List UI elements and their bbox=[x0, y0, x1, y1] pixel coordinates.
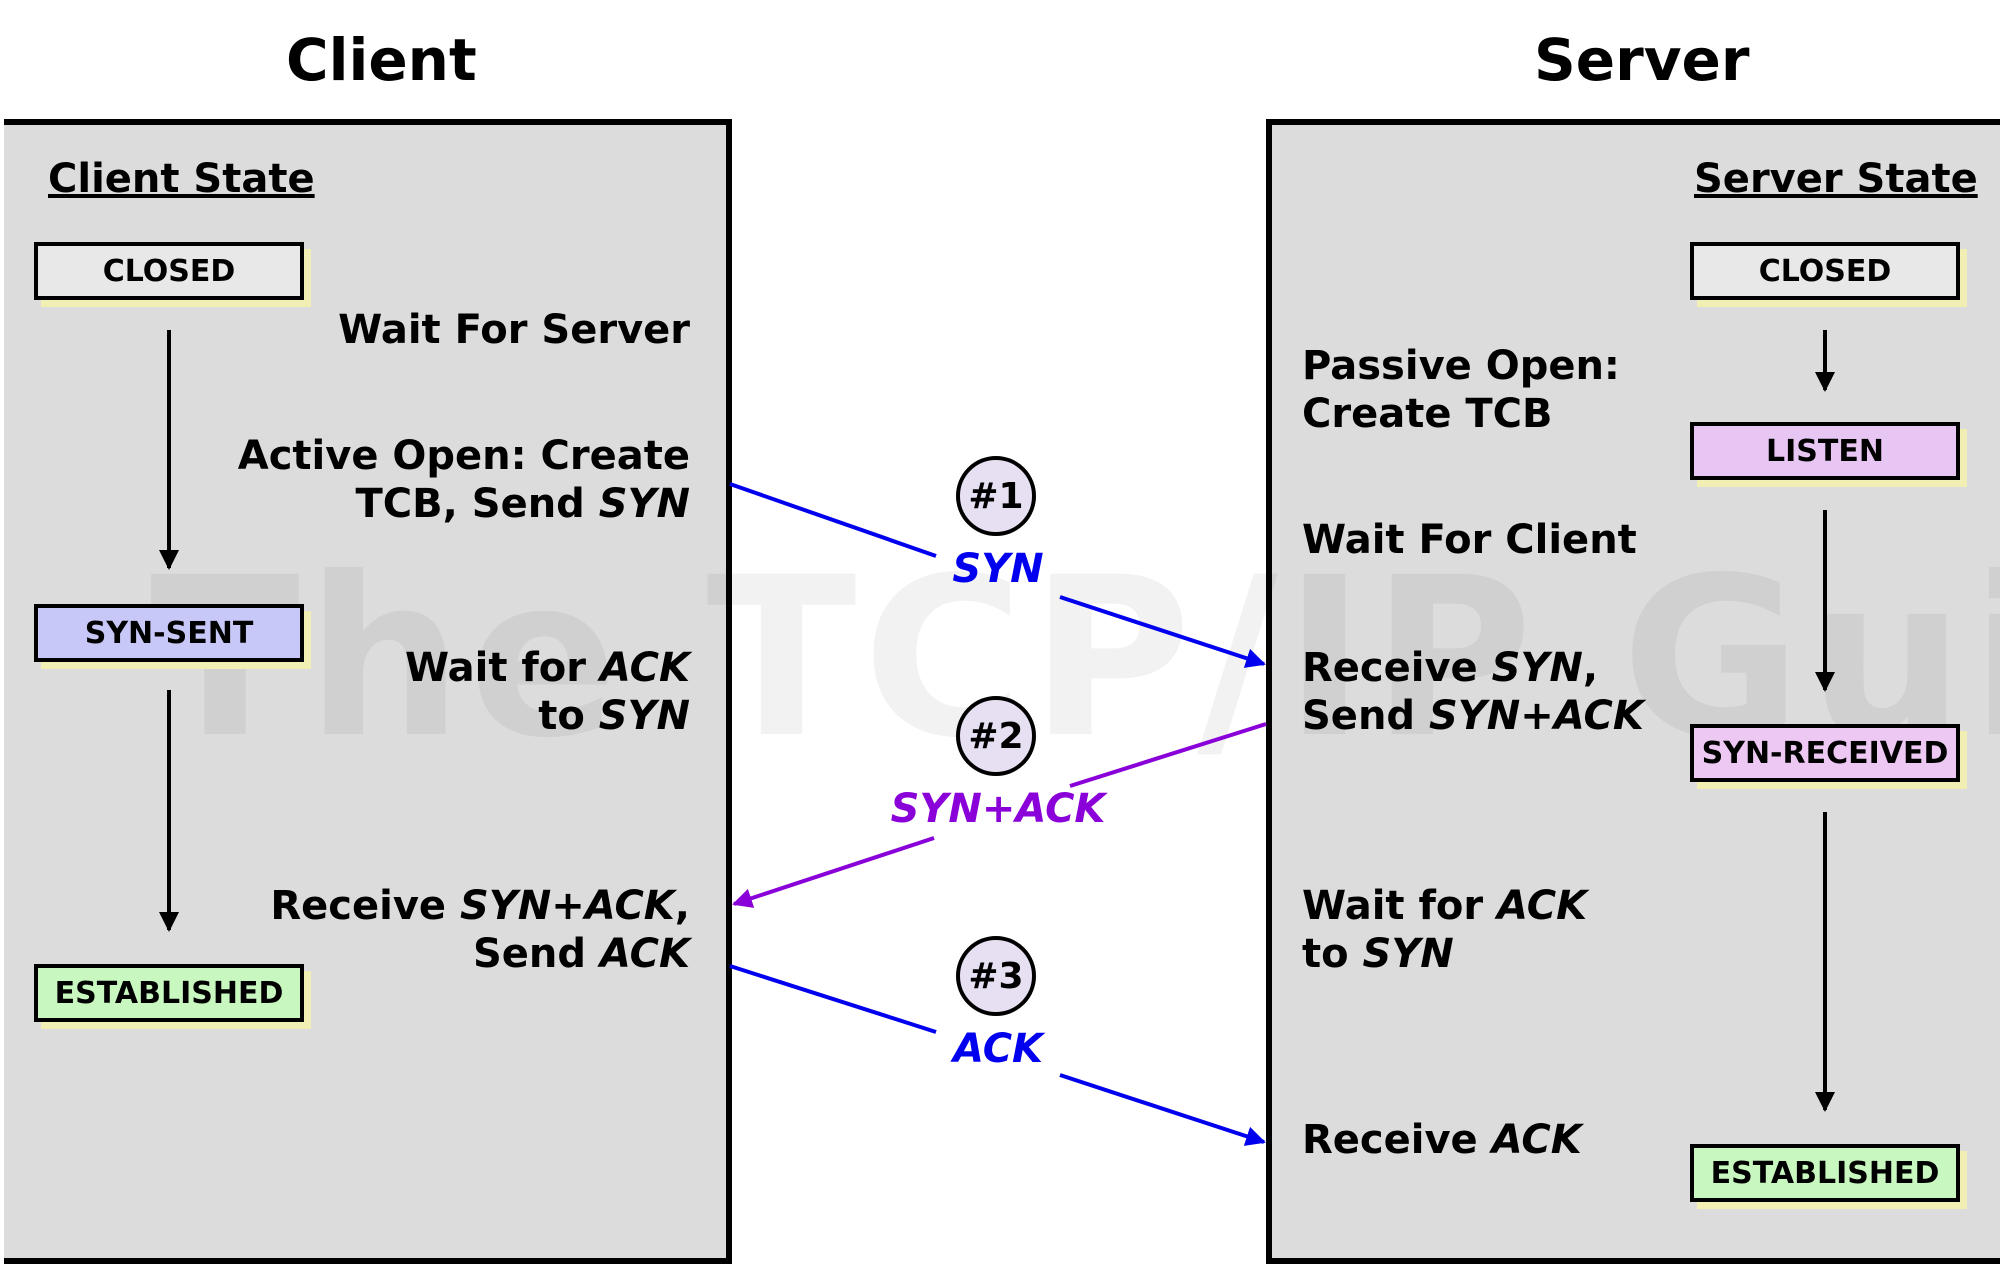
synack-arrow-segment-2 bbox=[732, 836, 935, 908]
client-label-receive-synack: Receive SYN+ACK, Send ACK bbox=[270, 883, 690, 977]
step-badge-3: #3 bbox=[956, 936, 1036, 1016]
client-state-closed: CLOSED bbox=[34, 242, 304, 300]
message-syn-label: SYN bbox=[952, 546, 1044, 592]
client-state-title: Client State bbox=[48, 156, 315, 202]
synack-arrow-segment-1 bbox=[1069, 722, 1267, 788]
ack-arrow-segment-2 bbox=[1059, 1073, 1266, 1146]
server-label-wait-client: Wait For Client bbox=[1302, 517, 1637, 563]
server-label-receive-ack: Receive ACK bbox=[1302, 1117, 1582, 1163]
server-state-syn-received: SYN-RECEIVED bbox=[1690, 724, 1960, 782]
server-state-listen: LISTEN bbox=[1690, 422, 1960, 480]
client-label-active-open: Active Open: Create TCB, Send SYN bbox=[237, 433, 690, 527]
server-heading: Server bbox=[1534, 26, 1750, 94]
message-synack-label: SYN+ACK bbox=[890, 786, 1106, 832]
server-state-closed: CLOSED bbox=[1690, 242, 1960, 300]
step-badge-1: #1 bbox=[956, 456, 1036, 536]
client-heading: Client bbox=[286, 26, 477, 94]
server-state-established: ESTABLISHED bbox=[1690, 1144, 1960, 1202]
server-panel bbox=[1266, 119, 2000, 1264]
server-label-wait-ack: Wait for ACK to SYN bbox=[1302, 883, 1588, 977]
client-state-syn-sent: SYN-SENT bbox=[34, 604, 304, 662]
syn-arrow-segment-2 bbox=[1059, 595, 1266, 668]
client-state-established: ESTABLISHED bbox=[34, 964, 304, 1022]
server-label-passive-open: Passive Open: Create TCB bbox=[1302, 343, 1620, 437]
client-label-wait-server: Wait For Server bbox=[338, 307, 690, 353]
syn-arrow-segment-1 bbox=[729, 482, 937, 558]
step-badge-2: #2 bbox=[956, 696, 1036, 776]
server-state-title: Server State bbox=[1694, 156, 1978, 202]
message-ack-label: ACK bbox=[952, 1026, 1044, 1072]
ack-arrow-segment-1 bbox=[729, 964, 937, 1034]
client-panel bbox=[4, 119, 732, 1264]
client-label-wait-ack: Wait for ACK to SYN bbox=[404, 645, 690, 739]
server-label-receive-syn: Receive SYN, Send SYN+ACK bbox=[1302, 645, 1644, 739]
